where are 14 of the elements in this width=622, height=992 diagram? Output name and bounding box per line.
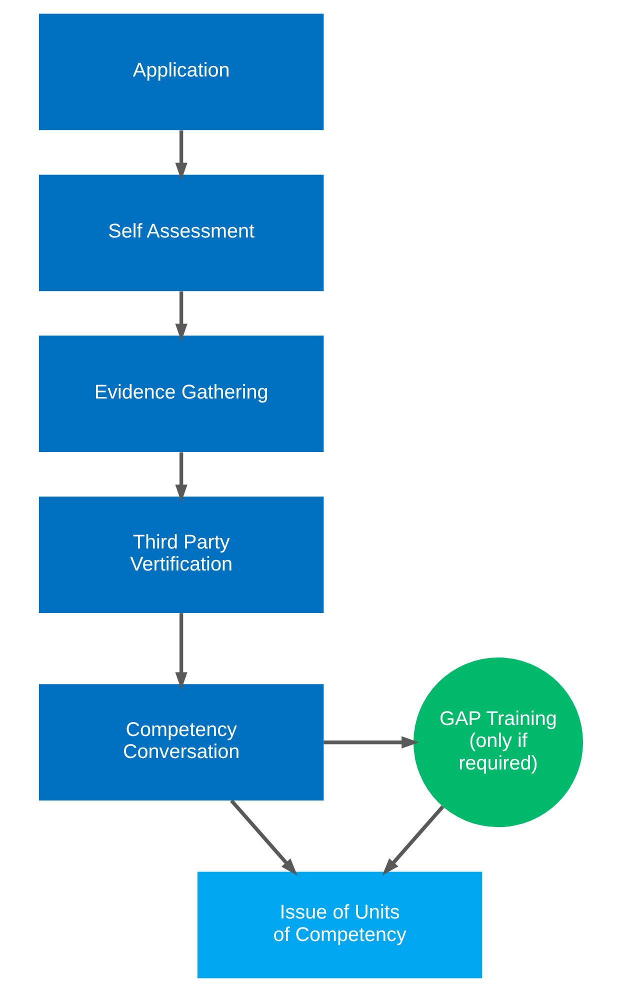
arrow	[230, 799, 298, 876]
arrow	[175, 613, 188, 690]
arrow	[175, 452, 188, 502]
arrow	[324, 736, 419, 748]
node-box: Evidence Gathering	[38, 336, 324, 452]
node-box: Third Party Vertification	[38, 496, 324, 613]
node-circle: GAP Training (only if required)	[413, 658, 584, 828]
arrow	[175, 291, 188, 342]
node-box: Application	[38, 14, 324, 130]
node-box: Issue of Units of Competency	[197, 872, 482, 978]
node-box: Self Assessment	[38, 174, 324, 292]
arrow	[175, 130, 188, 180]
node-box: Competency Conversation	[38, 684, 324, 801]
arrow	[382, 805, 444, 876]
